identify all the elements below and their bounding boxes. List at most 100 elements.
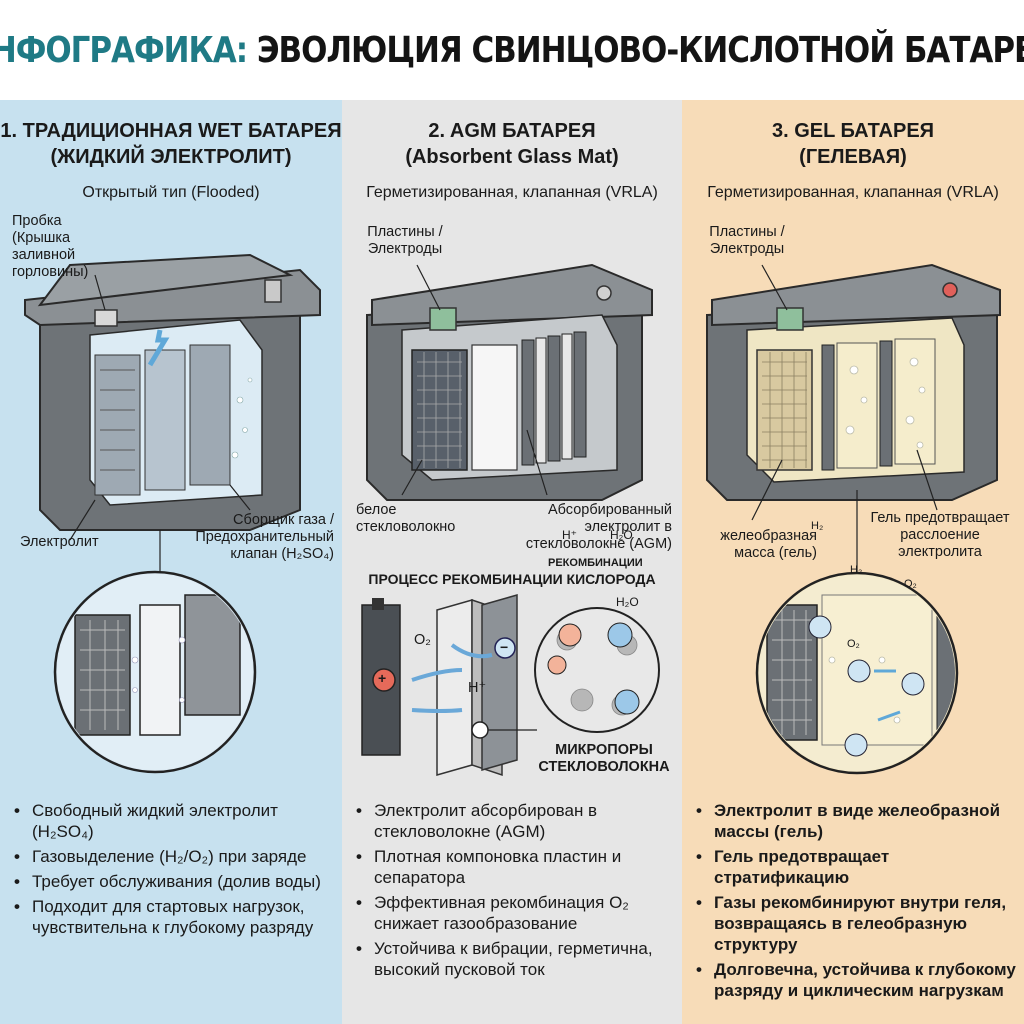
agm-micro-1: МИКРОПОРЫ bbox=[555, 742, 653, 758]
gel-bullet: Газы рекомбинируют внутри геля, возвраща… bbox=[696, 892, 1020, 955]
agm-label-glass-1: белое bbox=[356, 502, 397, 518]
wet-label-electrolyte: Электролит bbox=[20, 534, 99, 550]
wet-bullet: Требует обслуживания (долив воды) bbox=[14, 871, 336, 892]
agm-circle-hplus: H⁺ bbox=[562, 528, 577, 542]
gel-subtitle: Герметизированная, клапанная (VRLA) bbox=[707, 184, 999, 201]
column-wet: 1. ТРАДИЦИОННАЯ WET БАТАРЕЯ (ЖИДКИЙ ЭЛЕК… bbox=[0, 100, 342, 1024]
wet-label-valve: Сборщик газа / Предохранительный клапан … bbox=[195, 512, 334, 563]
negative-plate bbox=[481, 594, 518, 771]
header: ИНФОГРАФИКА: ЭВОЛЮЦИЯ СВИНЦОВО-КИСЛОТНОЙ… bbox=[0, 0, 1024, 100]
gel-bullet: Гель предотвращает стратификацию bbox=[696, 846, 1020, 888]
agm-battery bbox=[366, 263, 653, 501]
wet-plates bbox=[94, 344, 231, 496]
agm-illustration bbox=[361, 263, 660, 777]
wet-illustration bbox=[24, 253, 321, 774]
wet-bubbles bbox=[231, 377, 253, 459]
wet-label-valve-1: Сборщик газа / bbox=[233, 512, 334, 528]
gel-title: 3. GEL БАТАРЕЯ (ГЕЛЕВАЯ) bbox=[682, 118, 1024, 170]
agm-plate-stack bbox=[521, 331, 587, 466]
gel-plate bbox=[756, 349, 813, 471]
column-gel: 3. GEL БАТАРЕЯ (ГЕЛЕВАЯ) Герметизированн… bbox=[682, 100, 1024, 1024]
gel-bubble-o2-a: O₂ bbox=[904, 578, 917, 590]
wet-bullet: Газовыделение (H₂/O₂) при заряде bbox=[14, 846, 336, 867]
agm-label-absorbed: Абсорбированный электролит в стекловолок… bbox=[526, 502, 672, 553]
gel-label-plates-1: Пластины / bbox=[709, 224, 785, 240]
agm-terminal-icon bbox=[596, 285, 612, 301]
column-agm: 2. AGM БАТАРЕЯ (Absorbent Glass Mat) Гер… bbox=[342, 100, 682, 1024]
wet-zoom-circle bbox=[53, 570, 257, 774]
gel-zoom-circle bbox=[755, 571, 959, 775]
gel-battery bbox=[706, 263, 1001, 501]
agm-bullet: Электролит абсорбирован в стекловолокне … bbox=[356, 800, 676, 842]
wet-bullet: Подходит для стартовых нагрузок, чувстви… bbox=[14, 896, 336, 938]
agm-o2-label: O₂ bbox=[414, 632, 431, 648]
agm-plate bbox=[411, 349, 468, 471]
agm-title-line2: (Absorbent Glass Mat) bbox=[405, 146, 619, 168]
gel-label-strat-1: Гель предотвращает bbox=[870, 510, 1010, 526]
agm-title: 2. AGM БАТАРЕЯ (Absorbent Glass Mat) bbox=[342, 118, 682, 170]
agm-label-plates: Пластины / Электроды bbox=[350, 224, 460, 258]
wet-bullet: Свободный жидкий электролит (H₂SO₄) bbox=[14, 800, 336, 842]
agm-plus-sign: + bbox=[378, 670, 387, 686]
gel-title-line1: 3. GEL БАТАРЕЯ bbox=[771, 120, 935, 142]
page-title: ИНФОГРАФИКА: ЭВОЛЮЦИЯ СВИНЦОВО-КИСЛОТНОЙ… bbox=[0, 30, 1024, 71]
wet-label-valve-2: Предохранительный bbox=[195, 529, 334, 545]
agm-bullet-list: Электролит абсорбирован в стекловолокне … bbox=[356, 800, 676, 984]
wet-label-plug: Пробка (Крышка заливной горловины) bbox=[12, 213, 88, 281]
gel-label-plates-2: Электроды bbox=[709, 241, 785, 257]
gel-bubbles bbox=[845, 357, 926, 449]
agm-hplus-label: H⁺ bbox=[468, 680, 487, 696]
agm-circle-recomb: РЕКОМБИНАЦИИ bbox=[548, 557, 643, 569]
agm-bullet: Устойчива к вибрации, герметична, высоки… bbox=[356, 938, 676, 980]
agm-process-diagram bbox=[361, 594, 660, 777]
gel-label-stratification: Гель предотвращает расслоение электролит… bbox=[860, 510, 1020, 561]
agm-circle-h2o-2: H₂O bbox=[616, 595, 639, 609]
agm-separator bbox=[436, 599, 473, 776]
agm-valve-icon bbox=[429, 307, 457, 331]
wet-battery bbox=[24, 253, 321, 531]
wet-title: 1. ТРАДИЦИОННАЯ WET БАТАРЕЯ (ЖИДКИЙ ЭЛЕК… bbox=[0, 118, 342, 170]
agm-process-title: ПРОЦЕСС РЕКОМБИНАЦИИ КИСЛОРОДА bbox=[368, 571, 656, 587]
gel-bubble-h2-b: H₂ bbox=[850, 564, 863, 576]
plus-icon bbox=[372, 668, 396, 692]
gel-label-plates: Пластины / Электроды bbox=[692, 224, 802, 258]
agm-bullet: Плотная компоновка пластин и сепаратора bbox=[356, 846, 676, 888]
agm-subtitle: Герметизированная, клапанная (VRLA) bbox=[366, 184, 658, 201]
gel-title-line2: (ГЕЛЕВАЯ) bbox=[799, 146, 907, 168]
agm-label-glass: белое стекловолокно bbox=[356, 502, 455, 536]
wet-plug-icon bbox=[94, 309, 118, 327]
minus-icon bbox=[494, 637, 516, 659]
gel-valve-icon bbox=[776, 307, 804, 331]
wet-label-plug-3: заливной bbox=[12, 247, 76, 263]
agm-label-absorbed-2: электролит в bbox=[584, 519, 673, 535]
wet-terminal-icon bbox=[264, 279, 282, 303]
gel-illustration bbox=[706, 263, 1001, 775]
title-accent: ИНФОГРАФИКА: bbox=[0, 29, 248, 71]
gel-label-gel-1: желеобразная bbox=[720, 528, 817, 544]
agm-title-line1: 2. AGM БАТАРЕЯ bbox=[428, 120, 596, 142]
wet-label-plug-4: горловины) bbox=[12, 264, 89, 280]
agm-micro-2: СТЕКЛОВОЛОКНА bbox=[538, 759, 670, 775]
gel-label-strat-3: электролита bbox=[898, 544, 982, 560]
agm-circle-h2o-1: H₂O bbox=[610, 528, 633, 542]
gel-bubble-h2-a: H₂ bbox=[811, 520, 824, 532]
agm-glass-mat bbox=[471, 344, 518, 471]
gel-bubble-o2-b: O₂ bbox=[847, 638, 860, 650]
agm-bullet: Эффективная рекомбинация O₂ снижает газо… bbox=[356, 892, 676, 934]
wet-label-plug-2: (Крышка bbox=[12, 230, 71, 246]
title-rest: ЭВОЛЮЦИЯ СВИНЦОВО-КИСЛОТНОЙ БАТАРЕИ bbox=[246, 29, 1024, 71]
wet-subtitle: Открытый тип (Flooded) bbox=[82, 184, 260, 201]
agm-minus-sign-visible: − bbox=[500, 639, 509, 655]
wet-label-plug-1: Пробка bbox=[12, 213, 62, 229]
gel-bullet: Электролит в виде желеобразной массы (ге… bbox=[696, 800, 1020, 842]
gel-label-strat-2: расслоение bbox=[900, 527, 980, 543]
agm-label-absorbed-1: Абсорбированный bbox=[547, 502, 672, 518]
gel-bullet: Долговечна, устойчива к глубокому разряд… bbox=[696, 959, 1020, 1001]
gel-bullet-list: Электролит в виде желеобразной массы (ге… bbox=[696, 800, 1020, 1005]
wet-title-line1: 1. ТРАДИЦИОННАЯ WET БАТАРЕЯ bbox=[0, 120, 342, 142]
agm-label-plates-1: Пластины / bbox=[367, 224, 443, 240]
gel-terminal-icon bbox=[942, 282, 958, 298]
agm-label-glass-2: стекловолокно bbox=[356, 519, 456, 535]
wet-bullet-list: Свободный жидкий электролит (H₂SO₄) Газо… bbox=[14, 800, 336, 942]
gel-label-gel-2: масса (гель) bbox=[734, 545, 817, 561]
